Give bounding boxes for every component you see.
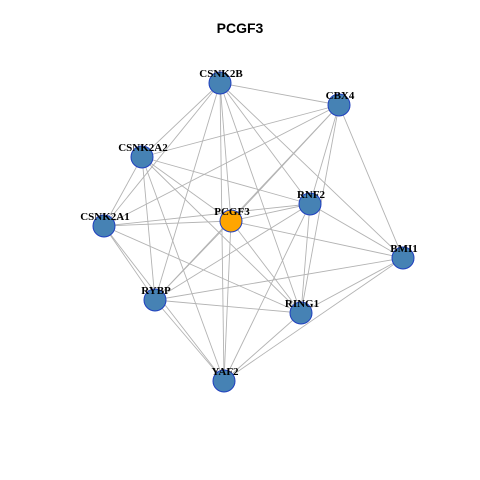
node-label-cbx4: CBX4	[326, 90, 355, 102]
edge-rnf2-ring1	[300, 203, 311, 314]
edge-rybp-yaf2	[154, 299, 225, 382]
edge-csnk2b-cbx4	[219, 82, 340, 106]
node-label-rybp: RYBP	[141, 285, 171, 297]
node-pcgf3	[219, 209, 243, 233]
node-label-pcgf3: PCGF3	[214, 206, 250, 218]
edge-layer	[103, 82, 404, 382]
edge-rnf2-pcgf3	[230, 203, 311, 222]
node-rnf2	[298, 192, 322, 216]
edge-bmi1-ring1	[300, 257, 404, 314]
edge-bmi1-yaf2	[223, 257, 404, 382]
edge-csnk2b-bmi1	[219, 82, 404, 259]
edge-cbx4-csnk2a2	[141, 104, 340, 158]
edge-csnk2a2-rybp	[141, 156, 156, 301]
node-yaf2	[212, 369, 236, 393]
edge-cbx4-bmi1	[338, 104, 404, 259]
node-label-csnk2a1: CSNK2A1	[80, 211, 130, 223]
edge-csnk2a1-rybp	[103, 225, 156, 301]
edge-cbx4-csnk2a1	[103, 104, 340, 227]
edge-csnk2b-csnk2a2	[141, 82, 221, 158]
edge-rnf2-bmi1	[309, 203, 404, 259]
node-label-yaf2: YAF2	[211, 366, 239, 378]
edge-rybp-ring1	[154, 299, 302, 314]
node-ring1	[289, 301, 313, 325]
node-csnk2b	[208, 71, 232, 95]
node-layer	[92, 71, 415, 393]
edge-rnf2-yaf2	[223, 203, 311, 382]
edge-csnk2b-rybp	[154, 82, 221, 301]
node-label-rnf2: RNF2	[297, 189, 326, 201]
edge-csnk2a1-ring1	[103, 225, 302, 314]
edge-bmi1-rybp	[154, 257, 404, 301]
diagram-title: PCGF3	[216, 20, 264, 36]
edge-rnf2-csnk2a1	[103, 203, 311, 227]
edge-csnk2a2-ring1	[141, 156, 302, 314]
edge-cbx4-rnf2	[309, 104, 340, 205]
edge-rnf2-rybp	[154, 203, 311, 301]
edge-csnk2a2-csnk2a1	[103, 156, 143, 227]
edge-csnk2a2-rnf2	[141, 156, 311, 205]
edge-csnk2b-csnk2a1	[103, 82, 221, 227]
node-label-ring1: RING1	[285, 298, 319, 310]
edge-csnk2a2-pcgf3	[141, 156, 232, 222]
edge-csnk2b-pcgf3	[219, 82, 232, 222]
edge-csnk2a1-pcgf3	[103, 220, 232, 227]
node-label-bmi1: BMI1	[390, 243, 418, 255]
edge-pcgf3-rybp	[154, 220, 232, 301]
edge-pcgf3-yaf2	[223, 220, 232, 382]
edge-pcgf3-ring1	[230, 220, 302, 314]
node-label-csnk2b: CSNK2B	[199, 68, 243, 80]
edge-pcgf3-bmi1	[230, 220, 404, 259]
node-rybp	[143, 288, 167, 312]
node-cbx4	[327, 93, 351, 117]
edge-csnk2b-yaf2	[219, 82, 225, 382]
edge-ring1-yaf2	[223, 312, 302, 382]
node-csnk2a2	[130, 145, 154, 169]
node-label-csnk2a2: CSNK2A2	[118, 142, 168, 154]
edge-csnk2a2-yaf2	[141, 156, 225, 382]
node-csnk2a1	[92, 214, 116, 238]
edge-csnk2b-ring1	[219, 82, 302, 314]
node-bmi1	[391, 246, 415, 270]
